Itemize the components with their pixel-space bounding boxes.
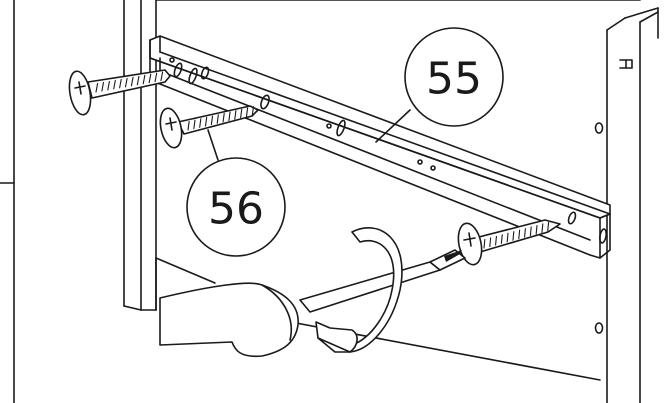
hand-holding-screwdriver: [159, 282, 299, 358]
screw-left-upper: [68, 69, 171, 116]
callout-55-label: 55: [426, 54, 482, 105]
callout-56-label: 56: [208, 184, 264, 235]
callout-56: 56: [186, 157, 286, 257]
cabinet-right-panel: [594, 7, 659, 403]
rotation-arrow: [315, 227, 403, 353]
callout-56-leader: [207, 129, 219, 161]
cabinet-side-panel: [0, 0, 157, 403]
screw-left-lower: [159, 105, 259, 149]
screw-right: [457, 219, 561, 266]
callout-55-leader: [375, 109, 411, 143]
callout-55: 55: [404, 27, 504, 127]
screwdriver: [299, 249, 466, 313]
drawer-rail: [149, 35, 611, 259]
